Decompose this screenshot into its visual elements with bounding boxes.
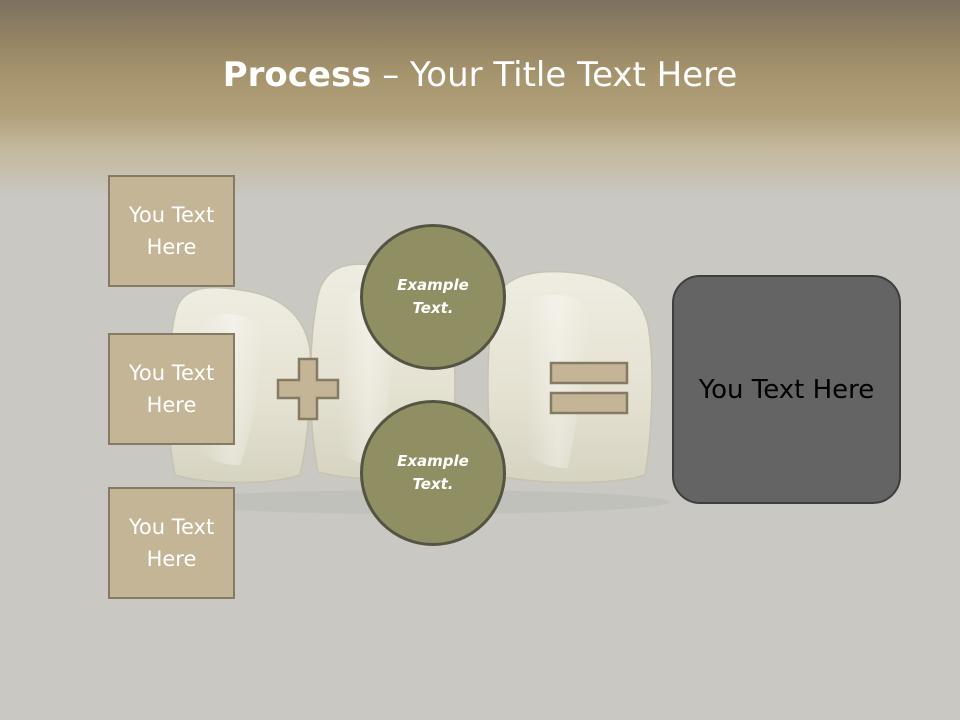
text-box-1-label: You Text Here [128, 203, 215, 259]
example-circle-2[interactable]: Example Text. [360, 400, 506, 546]
text-box-3-label: You Text Here [128, 515, 215, 571]
result-box-label: You Text Here [698, 374, 875, 405]
example-circle-1-label: Example Text. [397, 276, 469, 317]
equals-icon [549, 361, 629, 415]
text-box-2[interactable]: You Text Here [108, 333, 235, 445]
title-rest: – Your Title Text Here [371, 55, 738, 95]
example-circle-1[interactable]: Example Text. [360, 224, 506, 370]
text-box-1[interactable]: You Text Here [108, 175, 235, 287]
slide-title: Process – Your Title Text Here [0, 50, 960, 100]
result-box[interactable]: You Text Here [672, 275, 901, 504]
title-band [0, 0, 960, 200]
text-box-3[interactable]: You Text Here [108, 487, 235, 599]
example-circle-2-label: Example Text. [397, 452, 469, 493]
plus-icon [276, 357, 340, 421]
text-box-2-label: You Text Here [128, 361, 215, 417]
title-bold: Process [222, 55, 372, 95]
